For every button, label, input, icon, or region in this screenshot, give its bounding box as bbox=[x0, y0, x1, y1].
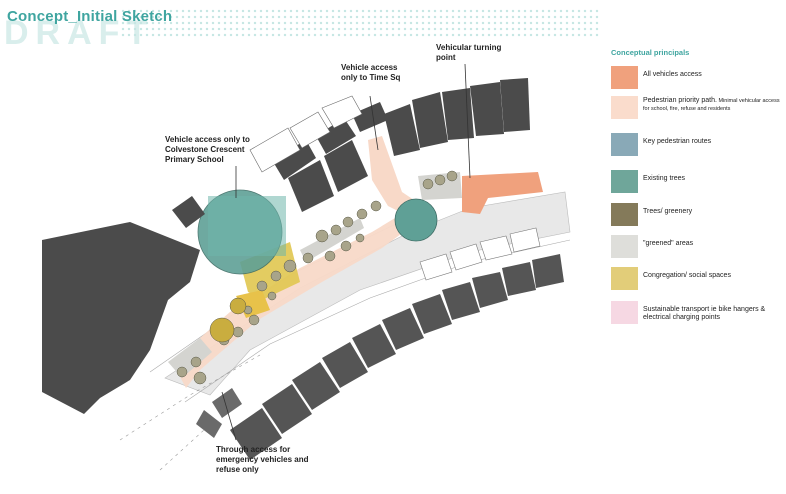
legend-label-text: Key pedestrian routes bbox=[643, 138, 712, 145]
legend-item: Trees/ greenery bbox=[611, 203, 786, 227]
dashed-road-line bbox=[159, 419, 216, 471]
legend-heading: Conceptual principals bbox=[611, 48, 690, 57]
legend-swatch bbox=[611, 170, 638, 193]
terrace-lower bbox=[230, 254, 564, 460]
pedestrian-priority-path bbox=[172, 212, 420, 388]
callout-leader bbox=[221, 391, 237, 441]
callout-time-sq-access: Vehicle access only to Time Sq bbox=[341, 63, 401, 82]
legend-label: Sustainable transport ie bike hangers & … bbox=[643, 306, 785, 322]
building-block-large bbox=[42, 222, 200, 414]
existing-tree bbox=[394, 198, 438, 242]
legend-label: Trees/ greenery bbox=[643, 208, 785, 216]
tree bbox=[229, 297, 247, 315]
callout-leader bbox=[369, 95, 379, 151]
legend-swatch bbox=[611, 235, 638, 258]
legend-label-text: Congregation/ social spaces bbox=[643, 272, 731, 279]
site-plan bbox=[42, 63, 571, 471]
legend-label-text: Trees/ greenery bbox=[643, 208, 693, 215]
dotted-header-pattern bbox=[120, 8, 600, 38]
legend-label-text: Existing trees bbox=[643, 175, 686, 182]
legend-label-text: Pedestrian priority path. bbox=[643, 97, 717, 104]
vehicle-access-area bbox=[462, 172, 543, 214]
callout-leader bbox=[464, 63, 471, 179]
page-title: Concept_Initial Sketch bbox=[7, 8, 173, 25]
legend-label: "greened" areas bbox=[643, 240, 785, 248]
legend-label-text: Sustainable transport ie bike hangers & … bbox=[643, 306, 766, 321]
legend-label: All vehicles access bbox=[643, 71, 785, 79]
legend-item: Key pedestrian routes bbox=[611, 133, 786, 157]
callout-school-access: Vehicle access only to Colvestone Cresce… bbox=[165, 135, 250, 164]
terrace-lower-rear bbox=[196, 388, 242, 438]
legend-label-subtext: Minimal vehicular access for school, fir… bbox=[643, 98, 780, 112]
terrace-outline bbox=[419, 227, 541, 281]
legend-item: All vehicles access bbox=[611, 66, 786, 90]
tree bbox=[209, 317, 235, 343]
legend-swatch bbox=[611, 96, 638, 119]
legend-item: Pedestrian priority path. Minimal vehicu… bbox=[611, 96, 786, 120]
legend-swatch bbox=[611, 203, 638, 226]
greened-area bbox=[300, 218, 364, 262]
legend-label: Existing trees bbox=[643, 175, 785, 183]
legend-swatch bbox=[611, 301, 638, 324]
legend-item: Existing trees bbox=[611, 170, 786, 194]
callout-emergency-access: Through access for emergency vehicles an… bbox=[216, 445, 309, 474]
callout-vehicular-turning-point: Vehicular turning point bbox=[436, 43, 502, 62]
legend-label-text: "greened" areas bbox=[643, 240, 694, 247]
translucent-canopy bbox=[208, 196, 286, 256]
legend-swatch bbox=[611, 66, 638, 89]
legend-label: Congregation/ social spaces bbox=[643, 272, 785, 280]
legend-swatch bbox=[611, 133, 638, 156]
terrace-upper-right bbox=[384, 78, 530, 156]
legend-item: Congregation/ social spaces bbox=[611, 267, 786, 291]
legend-label: Key pedestrian routes bbox=[643, 138, 785, 146]
legend-item: "greened" areas bbox=[611, 235, 786, 259]
terrace-upper-left bbox=[172, 102, 388, 228]
legend-label-text: All vehicles access bbox=[643, 71, 702, 78]
legend-item: Sustainable transport ie bike hangers & … bbox=[611, 301, 786, 325]
pedestrian-branch-time-sq bbox=[368, 136, 420, 216]
legend-label: Pedestrian priority path. Minimal vehicu… bbox=[643, 97, 785, 113]
legend-swatch bbox=[611, 267, 638, 290]
terrace-outline bbox=[249, 95, 363, 173]
